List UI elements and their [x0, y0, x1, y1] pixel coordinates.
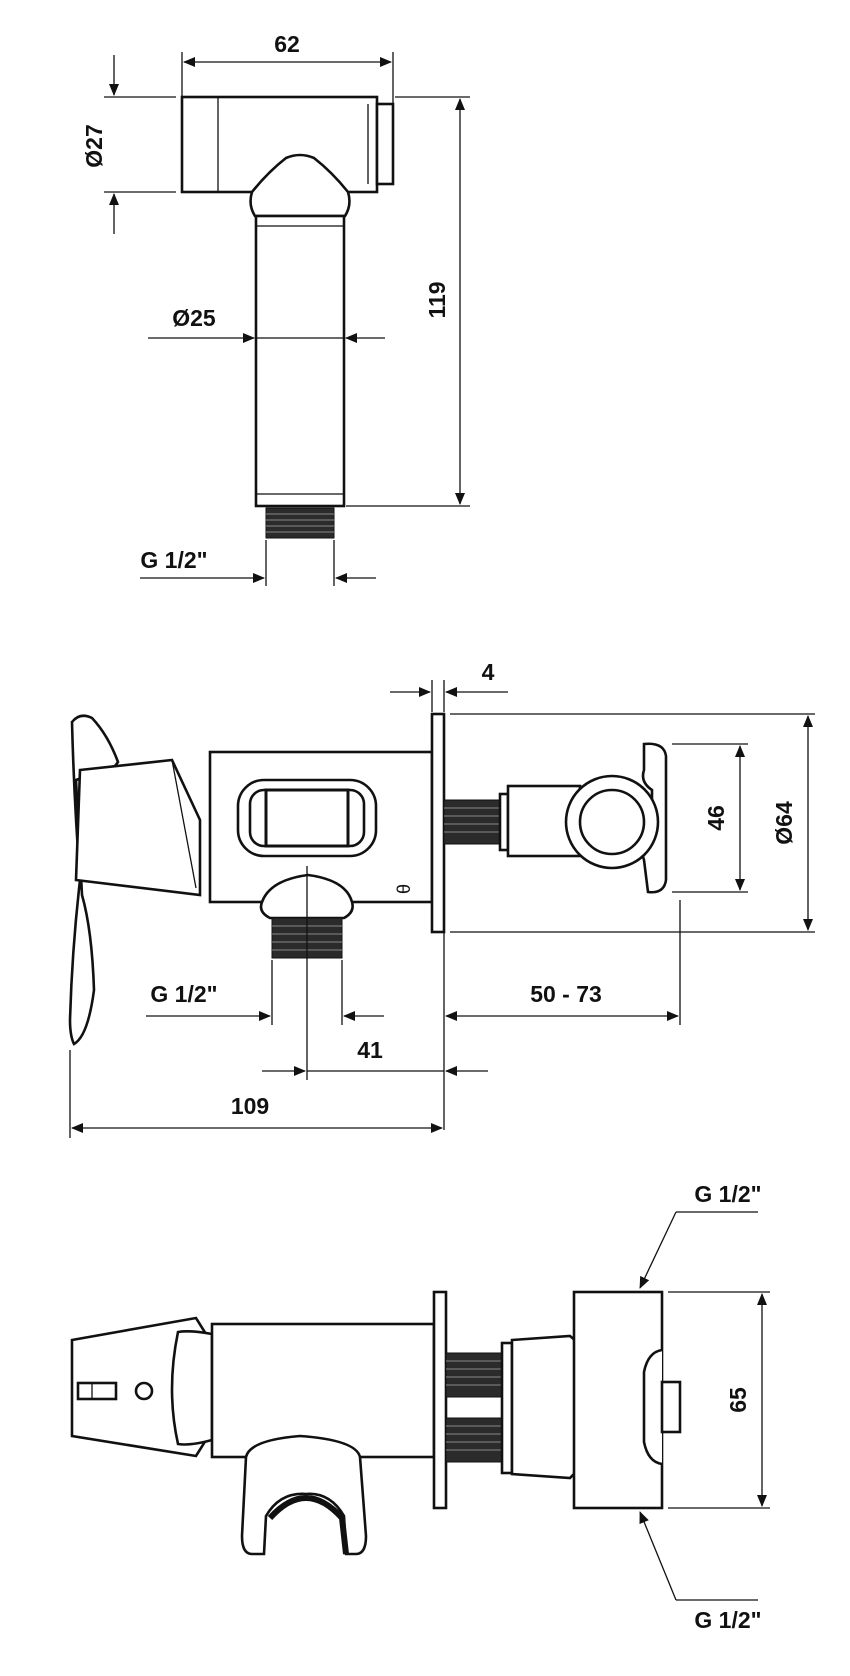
- thread-upper: [445, 1352, 503, 1398]
- dim-label-g12-middle: G 1/2": [150, 981, 217, 1007]
- thread-g12-connector: [265, 507, 335, 539]
- shower-handle: [254, 214, 346, 508]
- hand-shower-view: 62 Ø27 119 Ø25 G 1/2": [81, 31, 470, 586]
- dim-label-65: 65: [725, 1387, 751, 1413]
- lever-slot: [76, 1381, 118, 1401]
- lever-hole: [134, 1381, 154, 1401]
- dim-label-41: 41: [357, 1037, 383, 1063]
- thread-lower: [445, 1417, 503, 1463]
- dim-label-g12-lower: G 1/2": [694, 1607, 761, 1633]
- dim-label-g12-upper: G 1/2": [694, 1181, 761, 1207]
- thread-wall-connector: [443, 799, 501, 845]
- dim-label-119: 119: [424, 281, 450, 318]
- shower-head-cap: [375, 102, 395, 186]
- valve-side-view: θ 4 46 Ø64 G 1/2": [68, 659, 815, 1138]
- tee-body: [572, 1290, 664, 1510]
- shower-neck: [249, 153, 351, 218]
- valve-window-inner: [264, 788, 350, 848]
- dim-label-g12-top: G 1/2": [140, 547, 207, 573]
- dim-label-dia64: Ø64: [771, 801, 797, 845]
- dim-label-109: 109: [231, 1093, 269, 1119]
- valve-body-top: [210, 1322, 436, 1459]
- phi-mark: θ: [394, 884, 414, 894]
- dim-label-46: 46: [703, 805, 729, 831]
- holder-hook: [240, 1434, 368, 1556]
- dim-label-50-73: 50 - 73: [530, 981, 602, 1007]
- valve-top-view: G 1/2" 65 G 1/2": [70, 1181, 770, 1633]
- dim-label-dia27: Ø27: [81, 124, 107, 167]
- dim-label-4: 4: [482, 659, 495, 685]
- wall-flange: [430, 712, 446, 934]
- dim-label-62: 62: [274, 31, 300, 57]
- dim-label-dia25: Ø25: [172, 305, 216, 331]
- wall-flange-top: [432, 1290, 448, 1510]
